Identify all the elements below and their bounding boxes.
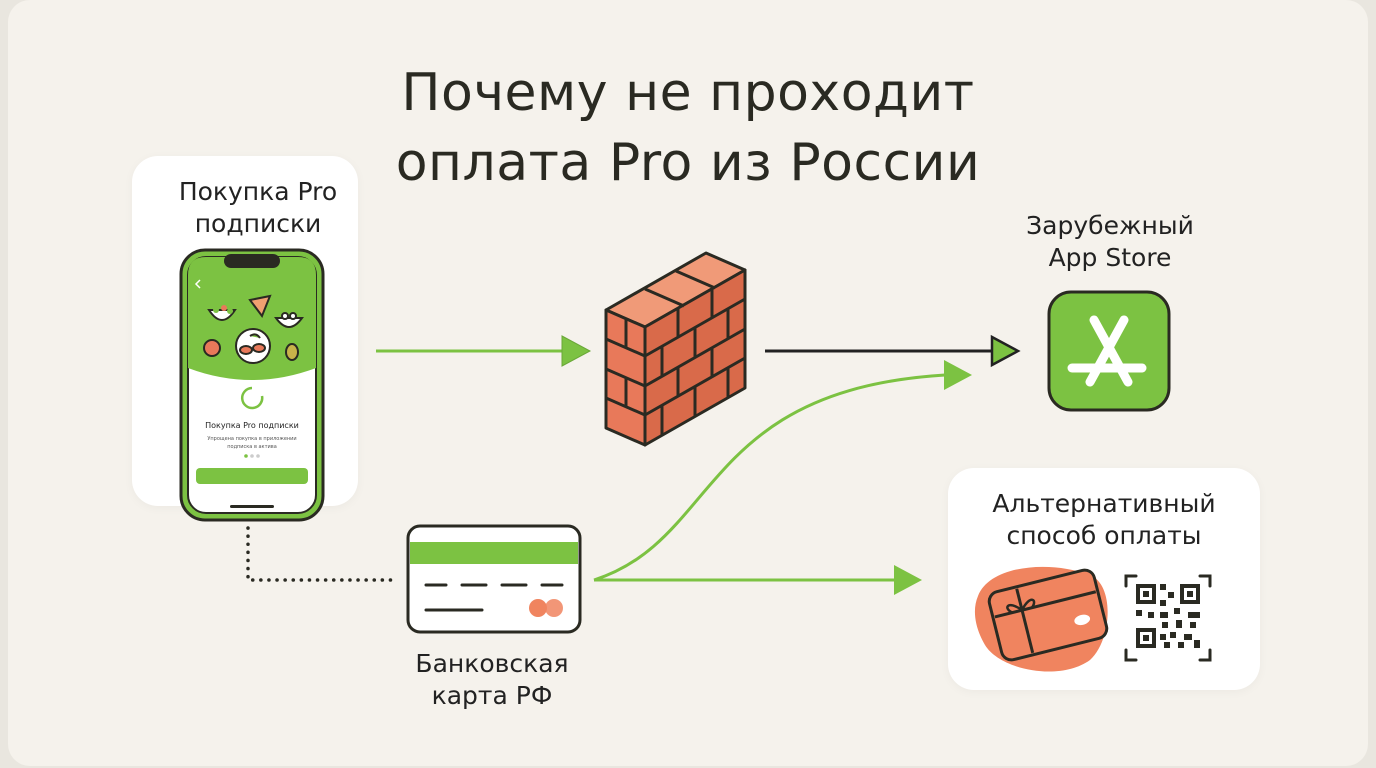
title-line-1: Почему не проходит xyxy=(401,63,975,123)
arrow-wall-to-appstore xyxy=(765,334,1021,368)
arrow-card-to-appstore xyxy=(593,360,972,582)
title-line-2: оплата Pro из России xyxy=(395,133,981,193)
bank-card-label: Банковская карта РФ xyxy=(415,649,569,710)
firewall-wall-icon xyxy=(604,251,747,447)
gift-card-icon xyxy=(974,566,1109,672)
phone-subtext-1: Упрощена покупка в приложении xyxy=(207,436,296,442)
dotted-connector xyxy=(246,526,400,582)
phone-icon xyxy=(179,248,325,522)
phone-subtext-2: подписка в актива xyxy=(227,444,277,450)
bank-card-icon xyxy=(406,524,582,634)
purchase-label: Покупка Pro подписки xyxy=(178,177,338,238)
app-store-label: Зарубежный App Store xyxy=(1026,211,1194,272)
arrow-card-to-alternative xyxy=(594,565,922,595)
arrow-phone-to-wall xyxy=(376,335,592,367)
app-store-icon xyxy=(1047,290,1171,412)
page-title: Почему не проходит оплата Pro из России xyxy=(0,58,1376,198)
alternative-label: Альтернативный способ оплаты xyxy=(992,489,1216,550)
qr-code-icon xyxy=(1124,574,1212,662)
phone-heading: Покупка Pro подписки xyxy=(205,421,299,430)
